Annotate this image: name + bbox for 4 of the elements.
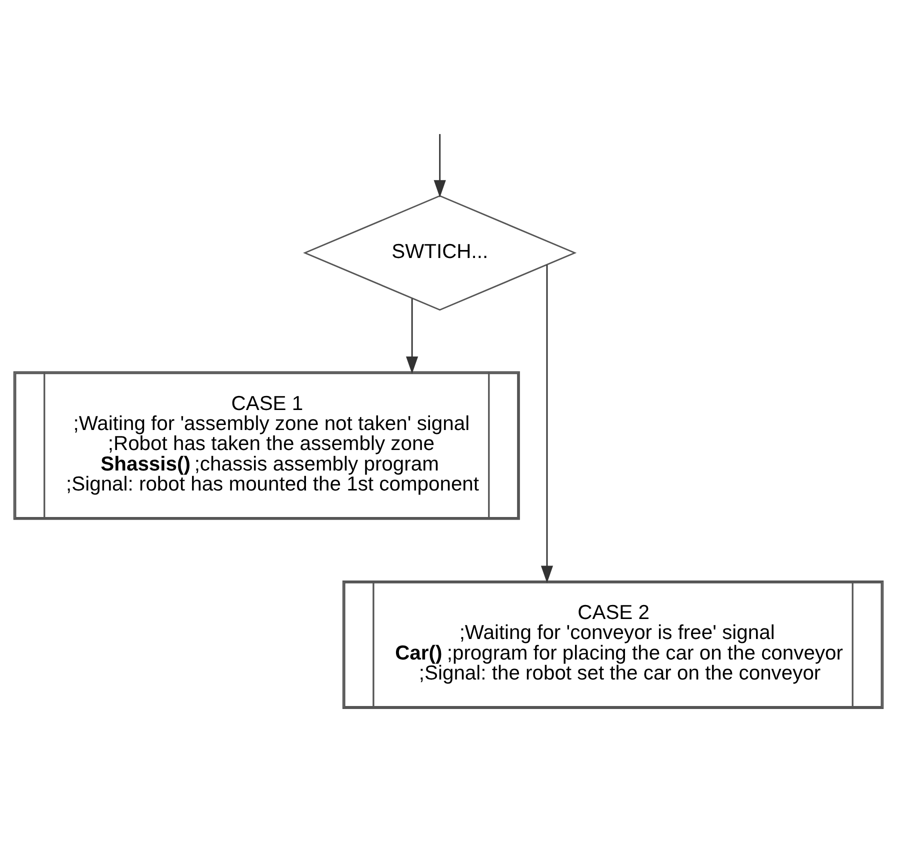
arrow	[434, 134, 446, 198]
node-diamond: SWTICH...	[303, 195, 577, 311]
arrow	[406, 298, 418, 374]
arrow	[540, 265, 554, 584]
